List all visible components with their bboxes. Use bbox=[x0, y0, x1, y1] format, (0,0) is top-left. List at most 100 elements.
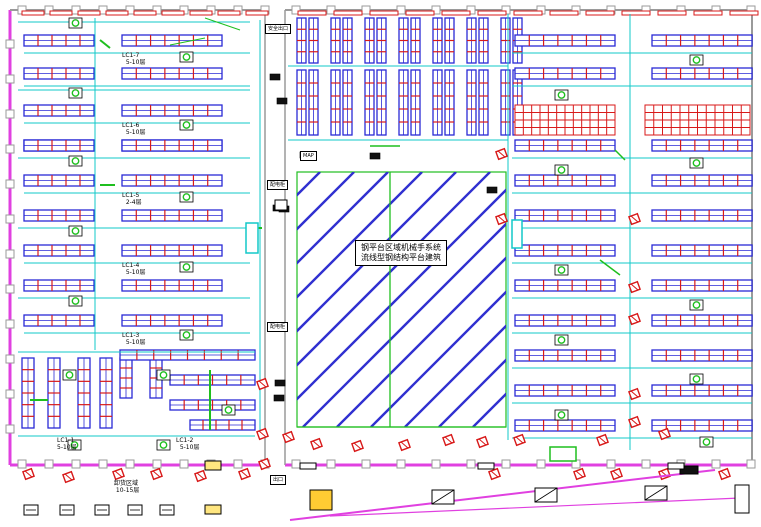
wall-column bbox=[5, 389, 15, 399]
top-strip bbox=[513, 10, 543, 16]
wall-column bbox=[17, 459, 27, 469]
sensor-box bbox=[689, 373, 704, 385]
sensor-ring bbox=[557, 336, 566, 344]
wall-column bbox=[291, 5, 301, 15]
sensor-box bbox=[68, 17, 83, 29]
wall-column bbox=[71, 5, 81, 15]
fire-post-mark bbox=[240, 470, 249, 478]
wall-column bbox=[98, 459, 108, 469]
sensor-box bbox=[68, 155, 83, 167]
sensor-ring bbox=[71, 227, 80, 235]
sensor-box bbox=[179, 191, 194, 203]
sensor-ring bbox=[182, 193, 191, 201]
wall-column bbox=[233, 459, 243, 469]
wall-column bbox=[396, 459, 406, 469]
sensor-ring bbox=[182, 331, 191, 339]
wall-column bbox=[431, 5, 441, 15]
zone-label-lc1-4: LC1-4 5-10层 bbox=[122, 262, 146, 276]
fire-post-mark bbox=[720, 470, 729, 478]
sensor-ring bbox=[557, 91, 566, 99]
fire-post-mark bbox=[490, 470, 499, 478]
wall-column bbox=[466, 5, 476, 15]
sensor-ring bbox=[692, 301, 701, 309]
sensor-box bbox=[68, 295, 83, 307]
top-strip bbox=[105, 10, 129, 16]
sensor-ring bbox=[65, 371, 74, 379]
center-note-line2: 流线型钢结构平台建筑 bbox=[361, 253, 441, 262]
top-strip bbox=[245, 10, 269, 16]
top-strip bbox=[477, 10, 507, 16]
wall-column bbox=[5, 284, 15, 294]
sensor-box bbox=[68, 87, 83, 99]
hatch-line bbox=[297, 172, 423, 299]
sensor-box bbox=[689, 157, 704, 169]
fire-post-mark bbox=[630, 215, 639, 223]
exit-box: 出口 bbox=[270, 475, 287, 485]
sensor-box bbox=[67, 439, 82, 451]
zone-label-lc1-1: LC1-1 5-10层 bbox=[57, 437, 77, 451]
wall-column bbox=[5, 179, 15, 189]
wall-column bbox=[5, 144, 15, 154]
wall-column bbox=[44, 5, 54, 15]
fire-post-mark bbox=[630, 418, 639, 426]
sensor-box bbox=[554, 164, 569, 176]
hatch-line bbox=[297, 172, 491, 367]
fire-post-mark bbox=[444, 436, 453, 444]
small-gate-1 bbox=[299, 462, 317, 470]
wall-column bbox=[396, 5, 406, 15]
sensor-box bbox=[689, 54, 704, 66]
fire-post-mark bbox=[114, 470, 123, 478]
fire-post-mark bbox=[196, 472, 205, 480]
top-strip bbox=[369, 10, 399, 16]
sensor-ring bbox=[182, 53, 191, 61]
wall-column bbox=[326, 5, 336, 15]
sensor-box bbox=[156, 439, 171, 451]
fire-post-mark bbox=[64, 473, 73, 481]
map-box: MAP bbox=[300, 151, 317, 161]
wall-column bbox=[536, 459, 546, 469]
wall-column bbox=[5, 424, 15, 434]
zone-label-lc1-3: LC1-3 5-10层 bbox=[122, 332, 146, 346]
top-strip bbox=[657, 10, 687, 16]
fire-post-mark bbox=[478, 438, 487, 446]
sensor-box bbox=[179, 329, 194, 341]
dock-station-mark bbox=[534, 487, 558, 503]
wall-column bbox=[125, 459, 135, 469]
top-strip bbox=[441, 10, 471, 16]
conveyor-line bbox=[99, 39, 111, 49]
equipment bbox=[486, 186, 498, 194]
sensor-box bbox=[554, 89, 569, 101]
top-strip bbox=[217, 10, 241, 16]
sensor-ring bbox=[557, 411, 566, 419]
equipment bbox=[369, 152, 381, 160]
center-area-note: 钢平台区域机械手系统 流线型钢结构平台建筑 bbox=[355, 240, 447, 266]
fire-post-mark bbox=[284, 433, 293, 441]
hatch-line bbox=[404, 324, 506, 427]
fire-post-mark bbox=[598, 436, 607, 444]
sensor-box bbox=[221, 404, 236, 416]
sensor-ring bbox=[182, 121, 191, 129]
top-strip bbox=[549, 10, 579, 16]
wall-column bbox=[361, 5, 371, 15]
wall-column bbox=[125, 5, 135, 15]
wall-column bbox=[44, 459, 54, 469]
equipment bbox=[274, 379, 286, 387]
wall-column bbox=[71, 459, 81, 469]
sensor-box bbox=[68, 225, 83, 237]
sensor-ring bbox=[557, 166, 566, 174]
fire-post-mark bbox=[630, 315, 639, 323]
equipment-box bbox=[274, 199, 288, 211]
sensor-box bbox=[699, 436, 714, 448]
top-strip bbox=[405, 10, 435, 16]
wall-column bbox=[98, 5, 108, 15]
sensor-box bbox=[179, 51, 194, 63]
sensor-ring bbox=[702, 438, 711, 446]
fire-post-mark bbox=[24, 470, 33, 478]
dock-station-mark bbox=[431, 489, 455, 505]
fire-post-mark bbox=[630, 390, 639, 398]
wall-column bbox=[361, 459, 371, 469]
hatch-line bbox=[297, 172, 355, 231]
top-strip bbox=[21, 10, 45, 16]
sensor-box bbox=[179, 119, 194, 131]
